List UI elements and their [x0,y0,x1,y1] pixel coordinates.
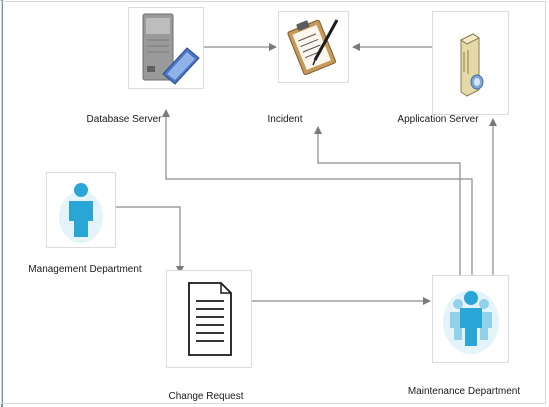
management-department-label: Management Department [28,264,142,275]
edge-maintenance-to-incident [314,126,461,275]
database-server-node[interactable] [128,7,204,89]
server-icon [142,13,200,85]
person-icon [59,183,103,243]
application-server-label: Application Server [397,114,479,125]
people-icon [443,290,499,354]
change-request-label: Change Request [168,391,244,402]
clipboard-icon [287,19,339,76]
management-department-node[interactable] [46,172,116,248]
maintenance-department-node[interactable] [432,275,509,363]
left-edge-line [1,0,3,407]
database-server-label: Database Server [86,114,162,125]
edge-maintenance-to-database [162,109,473,275]
incident-label: Incident [267,114,303,125]
tower-server-icon [460,33,484,97]
application-server-node[interactable] [432,11,509,115]
incident-node[interactable] [278,11,349,83]
edge-management-to-change [116,206,184,274]
maintenance-department-label: Maintenance Department [407,386,521,397]
change-request-node[interactable] [166,270,252,368]
document-icon [188,282,232,356]
